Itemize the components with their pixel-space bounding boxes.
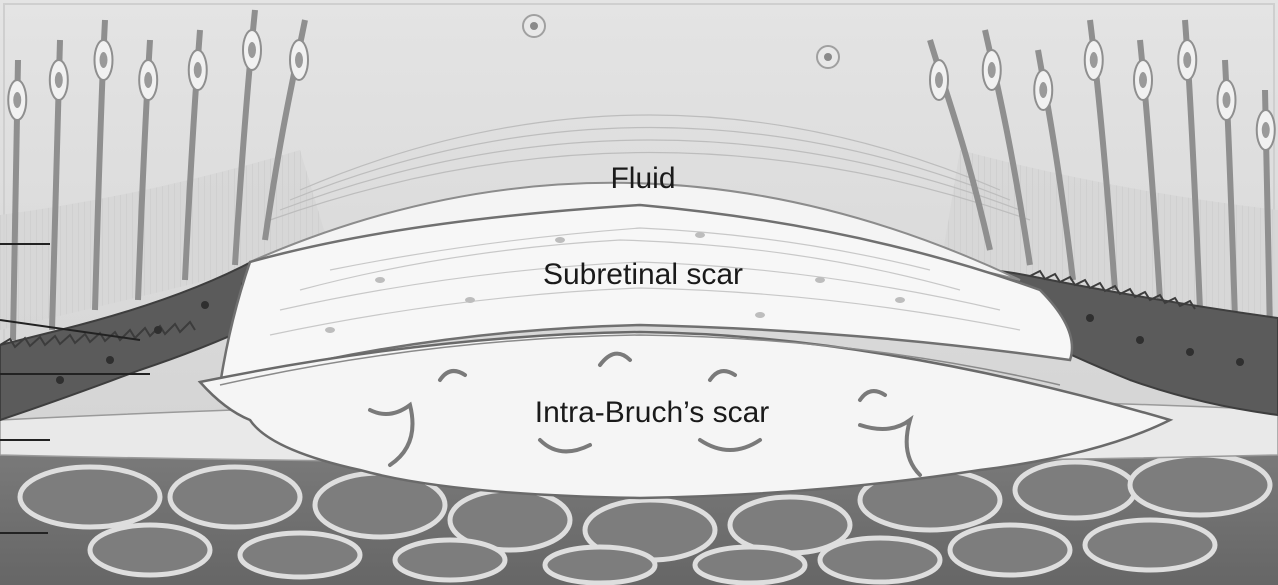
choroidal-vessel xyxy=(820,538,940,582)
fluid-label: Fluid xyxy=(610,162,675,195)
neuron-nucleus xyxy=(248,42,256,58)
neuron-nucleus xyxy=(1139,72,1147,88)
choroidal-vessel xyxy=(950,525,1070,575)
neuron-nucleus xyxy=(988,62,996,78)
choroidal-vessel xyxy=(395,540,505,580)
neuron-nucleus xyxy=(100,52,108,68)
neuron-nucleus xyxy=(13,92,21,108)
intra-bruchs-scar-label: Intra-Bruch’s scar xyxy=(535,396,770,429)
choroidal-vessel xyxy=(90,525,210,575)
neuron-nucleus xyxy=(55,72,63,88)
choroidal-vessel xyxy=(1130,455,1270,515)
choroidal-vessel xyxy=(1085,520,1215,570)
choroidal-vessel xyxy=(695,547,805,583)
choroidal-vessel xyxy=(240,533,360,577)
neuron-nucleus xyxy=(144,72,152,88)
subretinal-scar-label: Subretinal scar xyxy=(543,258,743,291)
choroidal-vessel xyxy=(545,547,655,583)
choroidal-vessel xyxy=(1015,462,1135,518)
neuron-nucleus xyxy=(194,62,202,78)
neuron-nucleus xyxy=(1090,52,1098,68)
neuron-nucleus xyxy=(935,72,943,88)
neuron-nucleus xyxy=(1262,122,1270,138)
neuron-nucleus xyxy=(295,52,303,68)
choroidal-vessel xyxy=(170,467,300,527)
neuron-nucleus xyxy=(1039,82,1047,98)
neuron-nucleus xyxy=(1223,92,1231,108)
neuron-nucleus xyxy=(1183,52,1191,68)
choroidal-vessel xyxy=(20,467,160,527)
